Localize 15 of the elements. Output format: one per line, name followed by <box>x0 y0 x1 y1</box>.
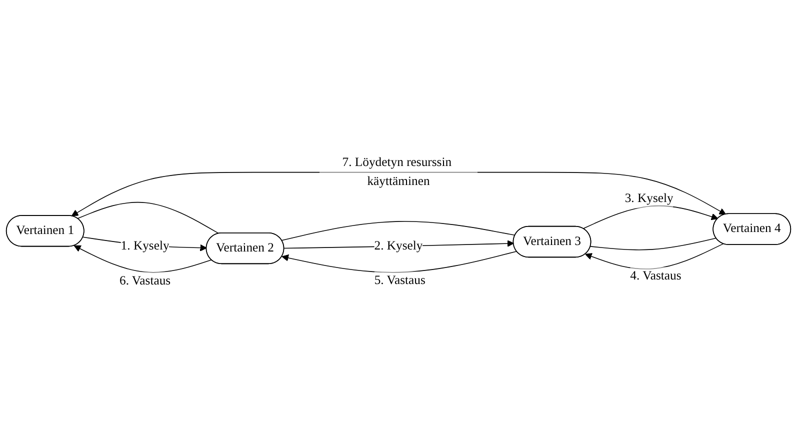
edge-label: 7. Löydetyn resurssin käyttäminen <box>342 156 452 189</box>
connector <box>281 221 516 242</box>
arrow <box>71 172 726 217</box>
edge-label: 1. Kysely <box>120 240 170 254</box>
edge-label: 4. Vastaus <box>630 270 682 284</box>
edge-label: 2. Kysely <box>374 240 423 254</box>
arrow <box>585 244 724 270</box>
arrow <box>282 251 518 274</box>
arrow <box>74 246 212 274</box>
edge-label: 6. Vastaus <box>120 274 171 288</box>
arrow <box>582 206 718 230</box>
connector <box>77 202 220 234</box>
connector <box>590 238 717 251</box>
edge-label: 5. Vastaus <box>374 274 426 288</box>
edge-label: 3. Kysely <box>624 192 674 206</box>
